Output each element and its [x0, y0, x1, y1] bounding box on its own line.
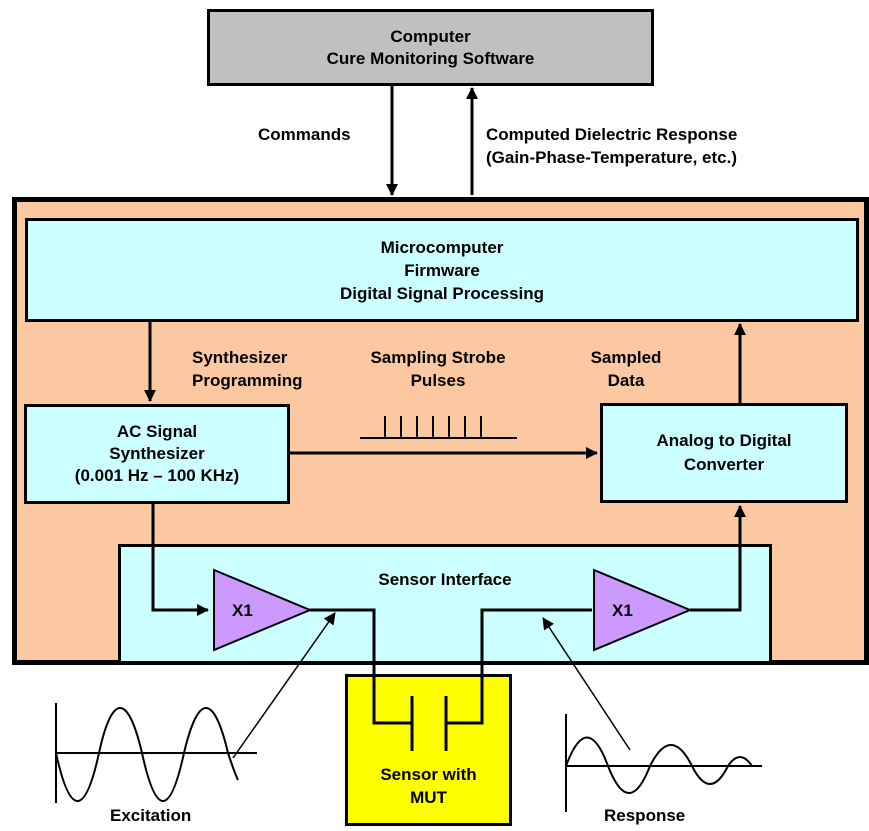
- synthesizer-title-2: Synthesizer: [109, 444, 205, 463]
- dsp-label: Digital Signal Processing: [339, 283, 545, 303]
- excitation-label: Excitation: [110, 806, 192, 825]
- sensor-response-wire: [446, 608, 592, 725]
- sensor-excitation-wire: [310, 608, 412, 725]
- response-label-2: (Gain-Phase-Temperature, etc.): [486, 148, 737, 167]
- synthesizer-range: (0.001 Hz – 100 KHz): [74, 466, 240, 485]
- computer-title: Computer: [390, 26, 471, 46]
- commands-label: Commands: [258, 125, 351, 144]
- sensor-title-1: Sensor with: [380, 765, 477, 784]
- synthesizer-box: AC Signal Synthesizer (0.001 Hz – 100 KH…: [24, 404, 290, 504]
- response-label-1: Computed Dielectric Response: [486, 125, 738, 144]
- response-waveform: [542, 617, 762, 812]
- sampled-data-label-2: Data: [607, 371, 645, 390]
- strobe-pulse-train: [360, 416, 517, 439]
- excitation-drive-wire: [151, 504, 209, 616]
- right-amplifier-gain: X1: [612, 601, 633, 620]
- adc-title-1: Analog to Digital: [656, 431, 792, 450]
- strobe-label-2: Pulses: [410, 371, 466, 390]
- sampled-data-label-1: Sampled: [590, 348, 662, 367]
- synthesizer-title-1: AC Signal: [116, 422, 198, 441]
- synth-programming-label-1: Synthesizer: [192, 348, 288, 367]
- response-waveform-label: Response: [604, 806, 686, 825]
- sensor-interface-title: Sensor Interface: [378, 570, 512, 589]
- microcomputer-title: Microcomputer: [380, 237, 504, 257]
- firmware-label: Firmware: [404, 260, 480, 280]
- strobe-label-1: Sampling Strobe: [370, 348, 506, 367]
- right-buffer-amplifier: [593, 568, 693, 652]
- adc-box: Analog to Digital Converter: [600, 403, 848, 503]
- sensor-title-2: MUT: [410, 788, 447, 807]
- synth-programming-label-2: Programming: [192, 371, 303, 390]
- left-amplifier-gain: X1: [232, 601, 253, 620]
- adc-input-wire: [690, 505, 746, 612]
- adc-title-2: Converter: [683, 455, 765, 474]
- excitation-waveform: [55, 612, 336, 803]
- left-buffer-amplifier: [213, 568, 313, 652]
- computer-box: Computer Cure Monitoring Software: [207, 9, 654, 86]
- computer-subtitle: Cure Monitoring Software: [326, 48, 535, 68]
- microcomputer-box: Microcomputer Firmware Digital Signal Pr…: [25, 218, 859, 322]
